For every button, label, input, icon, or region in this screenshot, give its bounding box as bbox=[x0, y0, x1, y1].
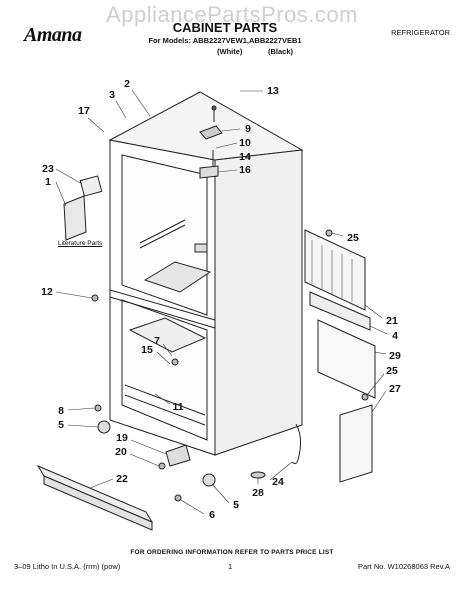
model-numbers: For Models: ABB2227VEW1,ABB2227VEB1 bbox=[148, 36, 302, 45]
amana-logo: Amana bbox=[24, 24, 82, 46]
callout-22: 22 bbox=[116, 472, 128, 485]
category-label: REFRIGERATOR bbox=[391, 28, 450, 37]
callout-28: 28 bbox=[252, 486, 264, 499]
freezer-opening bbox=[121, 154, 208, 316]
callout-19: 19 bbox=[116, 431, 128, 444]
kick-plate bbox=[36, 464, 154, 524]
page-title: CABINET PARTS bbox=[172, 20, 278, 35]
watermark: AppliancePartsPros.com bbox=[106, 2, 358, 27]
toe-grille-panel bbox=[317, 319, 376, 399]
callout-23: 23 bbox=[42, 162, 54, 175]
callout-14: 14 bbox=[239, 150, 251, 163]
callout-10: 10 bbox=[239, 136, 251, 149]
lower-opening bbox=[121, 299, 208, 441]
callout-9: 9 bbox=[245, 122, 251, 135]
literature-booklet bbox=[63, 195, 87, 241]
callout-11: 11 bbox=[172, 400, 184, 413]
callout-16: 16 bbox=[239, 163, 251, 176]
page-number: 1 bbox=[228, 562, 233, 571]
callout-7: 7 bbox=[154, 334, 160, 347]
callout-1: 1 bbox=[45, 175, 51, 188]
variant-black: (Black) bbox=[268, 47, 294, 56]
callout-5: 5 bbox=[233, 498, 239, 511]
callout-6: 6 bbox=[209, 508, 215, 521]
variant-white: (White) bbox=[217, 47, 243, 56]
callout-3: 3 bbox=[109, 88, 115, 101]
literature-parts-label: Literature Parts bbox=[58, 240, 103, 247]
callout-5: 5 bbox=[58, 418, 64, 431]
callout-2: 2 bbox=[124, 77, 130, 90]
cabinet-side bbox=[214, 149, 303, 456]
grille-strip bbox=[309, 291, 371, 331]
litho-line: 3–09 Litho In U.S.A. (rrm) (pow) bbox=[14, 562, 121, 571]
callout-21: 21 bbox=[386, 314, 398, 327]
callout-27: 27 bbox=[389, 382, 401, 395]
callout-15: 15 bbox=[141, 343, 153, 356]
back-access-panel bbox=[304, 229, 366, 311]
ordering-note: FOR ORDERING INFORMATION REFER TO PARTS … bbox=[130, 549, 334, 556]
callout-20: 20 bbox=[115, 445, 127, 458]
callout-24: 24 bbox=[272, 475, 284, 488]
callout-4: 4 bbox=[392, 329, 398, 342]
callout-13: 13 bbox=[267, 84, 279, 97]
callout-8: 8 bbox=[58, 404, 64, 417]
callout-25: 25 bbox=[347, 231, 359, 244]
callout-29: 29 bbox=[389, 349, 401, 362]
cabinet-front-face bbox=[109, 139, 216, 456]
part-number: Part No. W10268063 Rev.A bbox=[358, 562, 450, 571]
callout-12: 12 bbox=[41, 285, 53, 298]
hinge-cover-plate bbox=[339, 404, 373, 483]
callout-17: 17 bbox=[78, 104, 90, 117]
callout-25: 25 bbox=[386, 364, 398, 377]
